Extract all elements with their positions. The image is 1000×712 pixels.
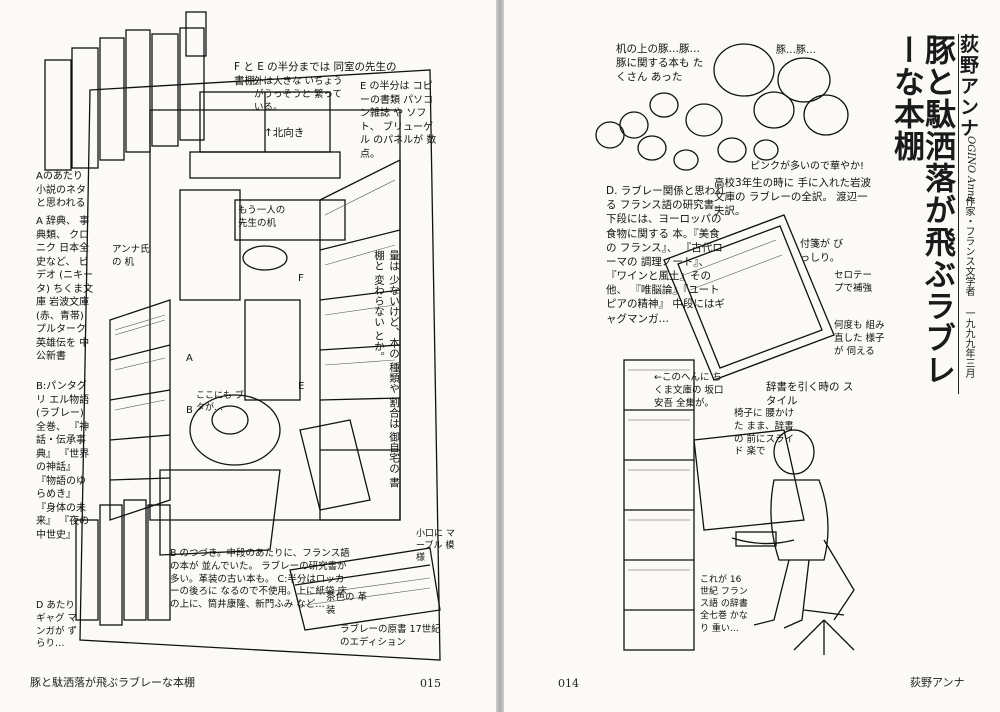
book-gutter bbox=[496, 0, 504, 712]
note-rabelais-original: ラブレーの原書 17世紀のエディション bbox=[340, 624, 441, 648]
note-leather: 茶色の 革装 bbox=[326, 592, 368, 616]
note-cellotape: セロテープで補強 bbox=[834, 270, 873, 294]
running-title-left: 豚と駄洒落が飛ぶラブレーな本棚 bbox=[30, 676, 195, 689]
note-d-shelf: D. ラブレー関係と思われる フランス語の研究書。 下段には、ヨーロッパの 食物… bbox=[606, 185, 726, 325]
note-pink: ピンクが多いので華やか! bbox=[750, 161, 865, 172]
note-b-continued: B のつづき。中段のあたりに、フランス語の本が 並んでいた。 ラブレーの研究書が… bbox=[170, 548, 350, 611]
shelf-letter-f: F bbox=[298, 273, 304, 284]
note-chair-slide: 椅子に 腰かけた まま、辞書の 前にスライド 楽で bbox=[734, 408, 795, 458]
note-pigs-on-desk: 机の上の豚…豚… 豚に関する本も たくさん あった bbox=[616, 43, 704, 84]
north-arrow: ↑北向き bbox=[264, 127, 305, 139]
right-page: 机の上の豚…豚… 豚に関する本も たくさん あった 豚…豚… ピンクが多いので華… bbox=[504, 0, 1000, 712]
title-role: 作家・フランス文学者 bbox=[963, 196, 974, 296]
note-d-area: D あたり ギャグ マンガが ずらり… bbox=[36, 600, 78, 650]
title-romaji: OGINO Anna bbox=[965, 136, 976, 203]
running-author-right: 荻野アンナ bbox=[910, 676, 965, 689]
title-author: 荻野アンナ bbox=[957, 34, 979, 139]
note-pigs-repeat: 豚…豚… bbox=[776, 45, 816, 56]
pigs-and-person-illustration bbox=[595, 43, 855, 655]
note-marble-edge: 小口に マーブル 模様 bbox=[416, 529, 455, 564]
shelf-letter-b: B bbox=[186, 405, 193, 416]
note-b-list: B:パンタグリ エル物語 (ラブレー) 全巻、 『神話・伝承事典』 『世界の神話… bbox=[36, 381, 90, 541]
title-main: 豚と駄洒落が飛ぶラブレーな本棚 bbox=[888, 34, 955, 386]
shelf-letter-e: E bbox=[298, 381, 305, 392]
note-window: 外は大きな いちょうがうっそうと 繁っている。 bbox=[254, 76, 343, 113]
left-page: F と E の半分までは 同室の先生の書棚。 外は大きな いちょうがうっそうと … bbox=[0, 0, 496, 712]
note-a-area: Aのあたり 小説のネタ と思われる bbox=[36, 171, 86, 209]
note-french-dictionary: これが 16世紀 フランス語 の辞書 全七巻 かなり 重い… bbox=[700, 575, 748, 634]
note-other-desk: もう一人の 先生の机 bbox=[238, 205, 286, 229]
title-divider bbox=[958, 34, 959, 394]
note-peeling: 付箋が びっしり。 bbox=[800, 239, 844, 264]
note-f-e-shelves: F と E の半分までは 同室の先生の書棚。 bbox=[234, 61, 397, 88]
note-repaired: 何度も 組み直した 様子が 伺える bbox=[834, 320, 885, 357]
title-date: 一九九九年三月 bbox=[963, 308, 974, 378]
shelf-letter-a: A bbox=[186, 353, 193, 364]
note-volume: 量は 少ないけど、本の 種類や 割合は 御自宅の 書棚と 変わらない とか。 bbox=[373, 250, 400, 488]
page-number-left: 015 bbox=[420, 677, 441, 690]
note-chikuma: ←このへんに ちくま文庫の 坂口安吾 全集が。 bbox=[654, 372, 724, 409]
note-author-desk: アンナ氏の 机 bbox=[112, 244, 150, 268]
note-pig-here: ここにも ブタが… bbox=[196, 391, 244, 414]
note-a-list: A 辞典、 事典類、 クロニク 日本全史など、 ビデオ (ニキータ) ちくま文庫… bbox=[36, 216, 94, 362]
leaning-books-top-left bbox=[44, 11, 207, 171]
room-floorplan-illustration bbox=[44, 11, 441, 661]
article-title-block: 荻野アンナ 豚と駄洒落が飛ぶラブレーな本棚 OGINO Anna 作家・フランス… bbox=[888, 28, 992, 408]
note-dictionary-style: 辞書を引く時の スタイル bbox=[766, 381, 854, 408]
note-e-half: E の半分は コピーの書類 パソコン雑誌 や ソフト、 ブリューゲル のパネルが… bbox=[360, 81, 437, 160]
page-number-right: 014 bbox=[558, 677, 579, 690]
note-iwanami: 高校3年生の時に 手に入れた岩波文庫の ラブレーの全訳。 渡辺一夫訳。 bbox=[714, 177, 872, 218]
